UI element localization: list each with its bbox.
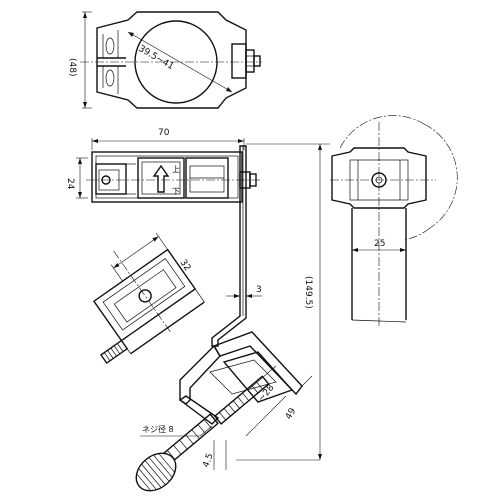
dim-knob-offset: 4.5	[201, 452, 215, 469]
dim-rod-width: 25	[374, 239, 385, 249]
label-screw-dia: ネジ径 8	[142, 424, 174, 434]
front-view-bracket: 上 下 24	[65, 151, 262, 203]
dim-overall-height: (149.5)	[303, 276, 313, 309]
dim-overall-height-group: (149.5)	[246, 143, 330, 460]
label-up: 上	[172, 165, 180, 174]
bottom-c-clamp: ネジ径 8 ~28 49 4.5	[135, 331, 320, 492]
label-down: 下	[172, 187, 180, 196]
top-view-ring-clamp: 39.5~41 (48)	[67, 11, 262, 109]
dim-height-mid: 24	[65, 178, 75, 190]
dim-plate-thickness: 3	[256, 285, 262, 295]
right-side-view: 25	[330, 115, 458, 326]
angled-bracket-detail	[92, 233, 205, 365]
z-bracket-plate: 3	[211, 145, 262, 347]
dim-width-group: 70	[91, 128, 245, 150]
dim-width-total: 70	[158, 128, 170, 138]
dim-clamp-depth: 49	[284, 406, 299, 421]
dim-height-top: (48)	[67, 58, 77, 76]
knob	[135, 452, 177, 492]
dim-bracket-clear: 32	[178, 258, 193, 273]
